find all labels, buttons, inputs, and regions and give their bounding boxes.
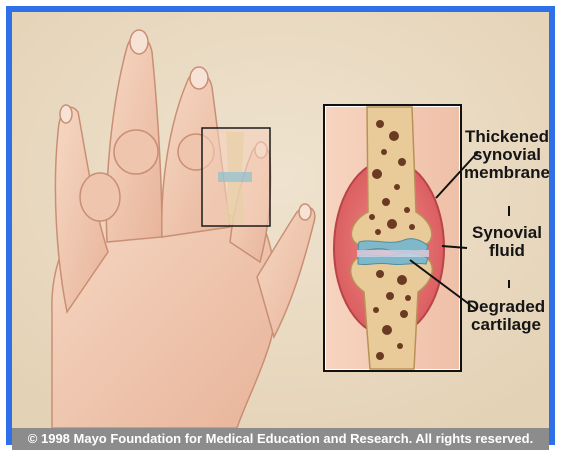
label-synovial-fluid: Synovial fluid	[464, 224, 549, 260]
copyright-text: © 1998 Mayo Foundation for Medical Educa…	[12, 431, 549, 446]
label-thickened-synovial-membrane: Thickened synovial membrane	[459, 128, 549, 182]
label-degraded-cartilage: Degraded cartilage	[462, 298, 549, 334]
joint-cross-section	[324, 105, 461, 371]
copyright-bar: © 1998 Mayo Foundation for Medical Educa…	[12, 428, 549, 450]
illustration-canvas: Thickened synovial membrane Synovial flu…	[12, 12, 549, 428]
illustration-svg	[12, 12, 549, 428]
